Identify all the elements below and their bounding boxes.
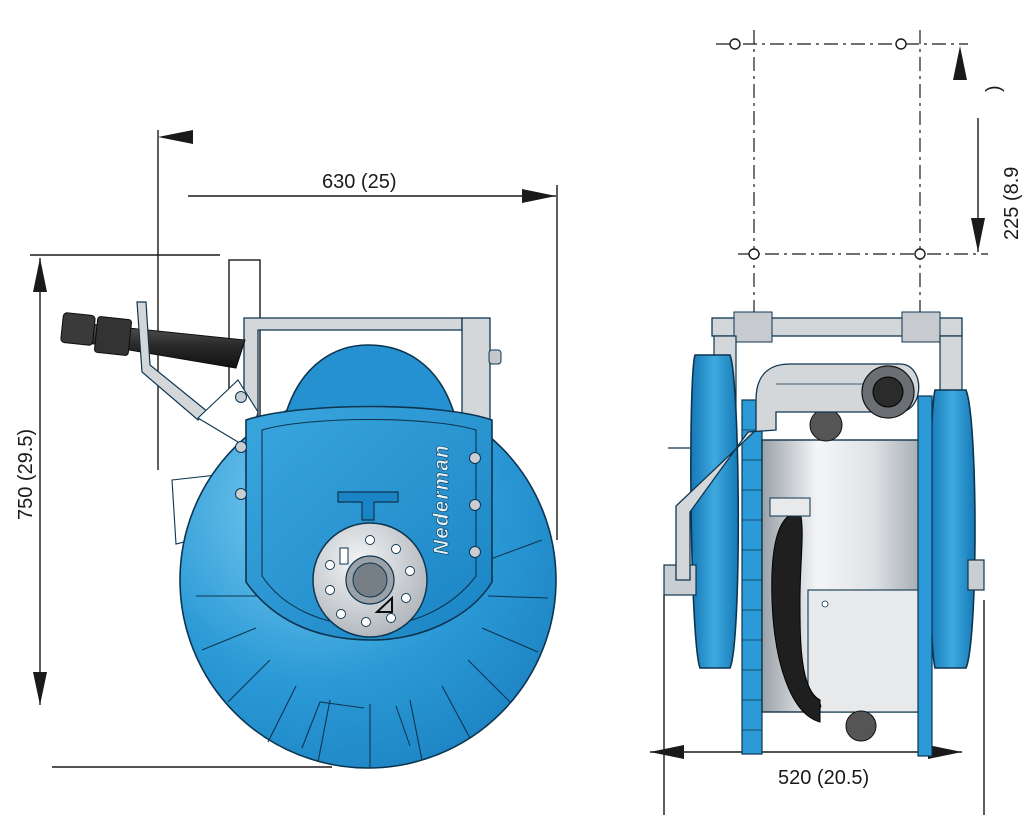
right-inner-flange xyxy=(917,395,933,757)
direction-arrow-icon xyxy=(374,595,393,613)
right-axle-stub xyxy=(967,559,985,591)
width-dimension-label: 630 (25) xyxy=(322,171,397,193)
hole-spacing-paren: ) xyxy=(983,85,1005,92)
bottom-guide-roller xyxy=(845,710,877,742)
width-dimension-side-label: 520 (20.5) xyxy=(778,767,869,789)
reel-disc-segments xyxy=(196,539,549,768)
front-view: 630 (25) 750 (29.5) xyxy=(15,130,558,769)
tension-marker xyxy=(337,491,399,521)
width-dimension-front: 630 (25) xyxy=(157,130,558,540)
top-guide-roller xyxy=(809,408,843,442)
nederman-logo: Nederman xyxy=(430,444,453,555)
side-view: 225 (8.9 ) 520 (20.5) xyxy=(650,30,1023,815)
right-reel-flange xyxy=(928,389,976,669)
mounting-hole-pattern xyxy=(716,30,988,330)
hub-axle xyxy=(352,562,388,598)
ratchet-strip xyxy=(741,399,763,755)
hole-spacing-label: 225 (8.9 xyxy=(1001,167,1023,240)
hole-spacing-dimension: 225 (8.9 ) xyxy=(953,46,1023,252)
wound-hose xyxy=(771,511,821,723)
hose xyxy=(60,312,246,369)
reel-hub xyxy=(312,522,428,638)
cover-bolts xyxy=(235,391,481,558)
height-dimension-front: 750 (29.5) xyxy=(15,254,332,768)
reel-top-housing xyxy=(282,344,458,421)
width-dimension-side: 520 (20.5) xyxy=(650,595,985,815)
left-reel-flange xyxy=(690,354,740,669)
height-dimension-label: 750 (29.5) xyxy=(15,429,37,520)
mounting-bracket xyxy=(243,317,502,429)
